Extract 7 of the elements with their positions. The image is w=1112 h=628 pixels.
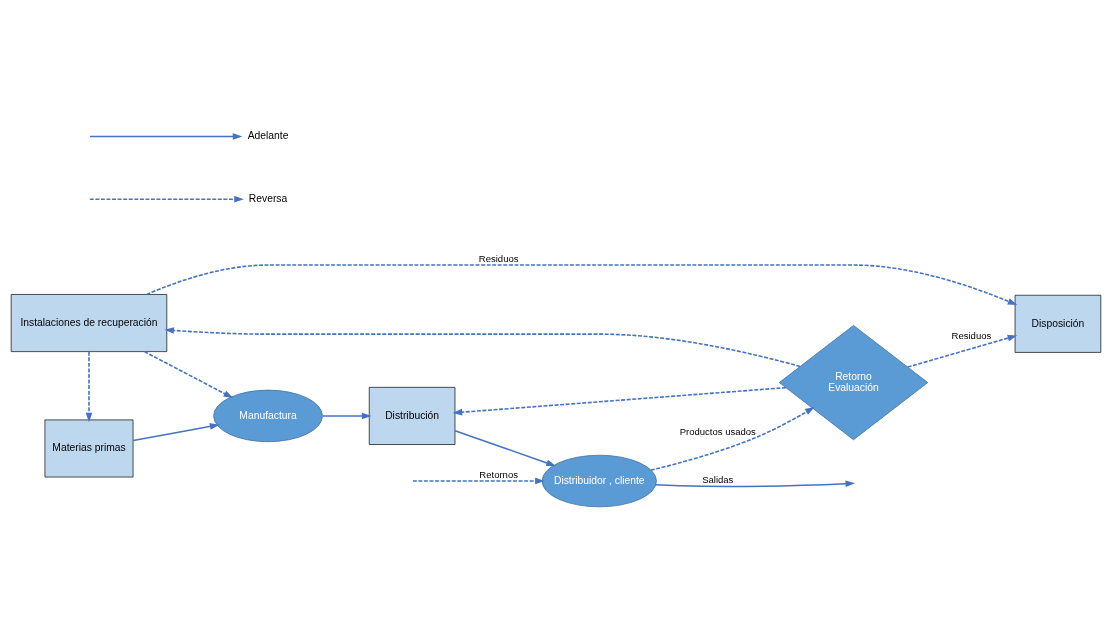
edge-label: Salidas [702,473,734,485]
edge-label: Productos usados [679,425,756,437]
legend-label: Adelante [247,129,289,141]
edge-label: Retornos [479,468,518,480]
legend-label: Reversa [248,192,288,204]
edge-label: Residuos [951,329,992,341]
edge-label: Residuos [478,252,519,264]
